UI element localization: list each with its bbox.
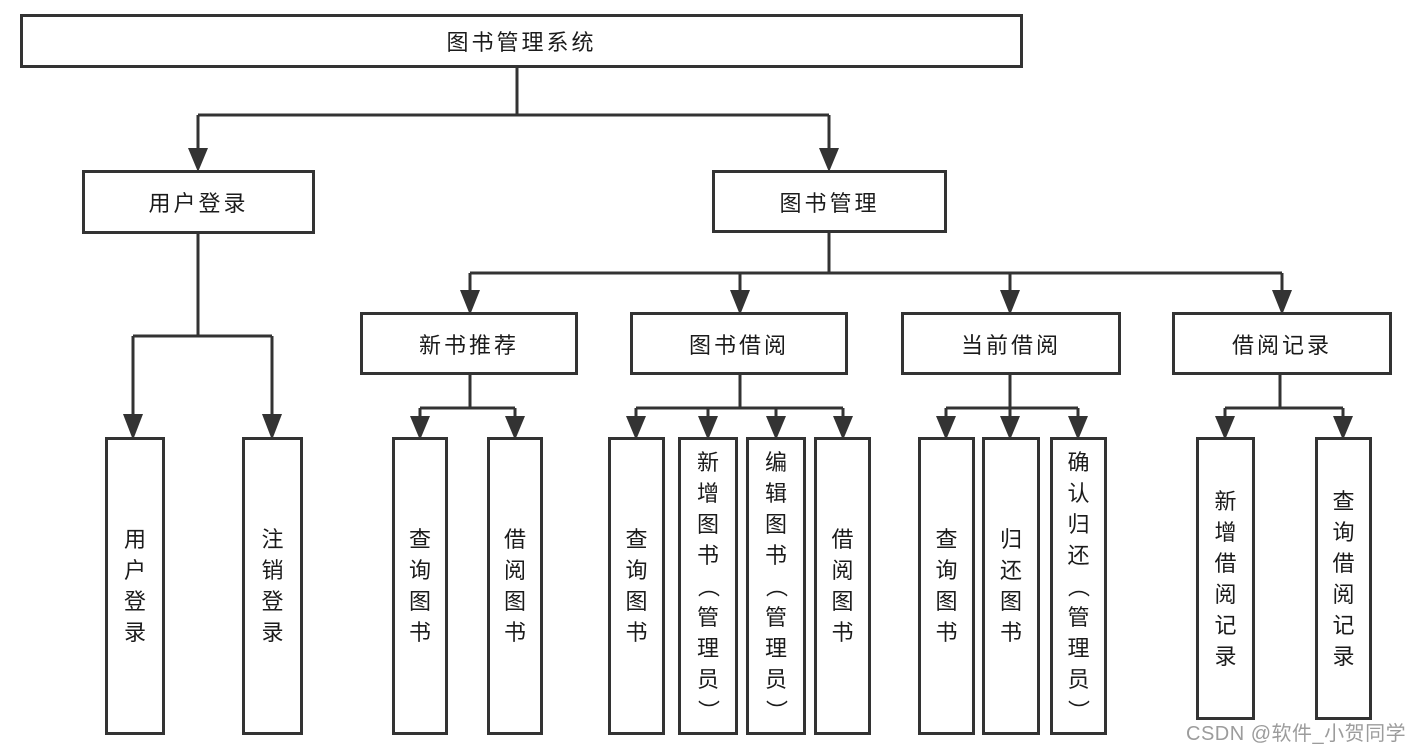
leaf-add-borrow-record: 新增借阅记录 bbox=[1196, 437, 1255, 720]
leaf-label: 借阅图书 bbox=[503, 527, 526, 645]
leaf-label: 查询图书 bbox=[408, 527, 431, 645]
leaf-label: 新增图书（管理员） bbox=[695, 449, 721, 722]
leaf-add-book-admin: 新增图书（管理员） bbox=[678, 437, 738, 735]
leaf-label: 查询图书 bbox=[625, 527, 648, 645]
leaf-label: 用户登录 bbox=[123, 527, 146, 645]
leaf-logout: 注销登录 bbox=[242, 437, 303, 735]
leaf-confirm-return-admin: 确认归还（管理员） bbox=[1050, 437, 1107, 735]
leaf-label: 新增借阅记录 bbox=[1214, 488, 1237, 669]
node-root-label: 图书管理系统 bbox=[446, 30, 597, 55]
node-label: 图书借阅 bbox=[688, 332, 789, 358]
connector-new-book-children bbox=[410, 375, 525, 440]
leaf-label: 注销登录 bbox=[261, 527, 284, 645]
connector-root-to-level2 bbox=[188, 68, 839, 172]
node-new-book: 新书推荐 bbox=[360, 312, 578, 375]
leaf-label: 查询图书 bbox=[935, 527, 958, 645]
leaf-label: 借阅图书 bbox=[831, 527, 854, 645]
node-borrow-record: 借阅记录 bbox=[1172, 312, 1392, 375]
leaf-label: 查询借阅记录 bbox=[1332, 488, 1355, 669]
csdn-watermark: CSDN @软件_小贺同学 bbox=[1186, 723, 1405, 745]
node-book-mgmt: 图书管理 bbox=[712, 170, 947, 233]
node-book-borrow: 图书借阅 bbox=[630, 312, 848, 375]
node-root: 图书管理系统 bbox=[20, 14, 1023, 68]
node-label: 当前借阅 bbox=[960, 332, 1061, 358]
leaf-query-borrow-record: 查询借阅记录 bbox=[1315, 437, 1372, 720]
leaf-borrow-book-2: 借阅图书 bbox=[814, 437, 871, 735]
node-current-borrow: 当前借阅 bbox=[901, 312, 1121, 375]
connector-book-mgmt-children bbox=[460, 233, 1292, 315]
node-label: 新书推荐 bbox=[418, 332, 519, 358]
leaf-borrow-book-1: 借阅图书 bbox=[487, 437, 543, 735]
connector-book-borrow-children bbox=[626, 375, 853, 440]
node-label: 借阅记录 bbox=[1231, 332, 1332, 358]
leaf-query-book-2: 查询图书 bbox=[608, 437, 665, 735]
leaf-edit-book-admin: 编辑图书（管理员） bbox=[746, 437, 806, 735]
node-label: 图书管理 bbox=[779, 190, 880, 216]
leaf-user-login: 用户登录 bbox=[105, 437, 165, 735]
connector-borrow-record-children bbox=[1215, 375, 1353, 440]
leaf-label: 归还图书 bbox=[999, 527, 1022, 645]
node-user-login-module: 用户登录 bbox=[82, 170, 315, 234]
leaf-query-book-1: 查询图书 bbox=[392, 437, 448, 735]
leaf-query-book-3: 查询图书 bbox=[918, 437, 975, 735]
node-label: 用户登录 bbox=[148, 191, 249, 216]
connector-user-login-children bbox=[123, 234, 282, 440]
leaf-label: 确认归还（管理员） bbox=[1065, 449, 1091, 722]
connector-current-borrow-children bbox=[936, 375, 1088, 440]
leaf-return-book: 归还图书 bbox=[982, 437, 1040, 735]
leaf-label: 编辑图书（管理员） bbox=[763, 449, 789, 722]
